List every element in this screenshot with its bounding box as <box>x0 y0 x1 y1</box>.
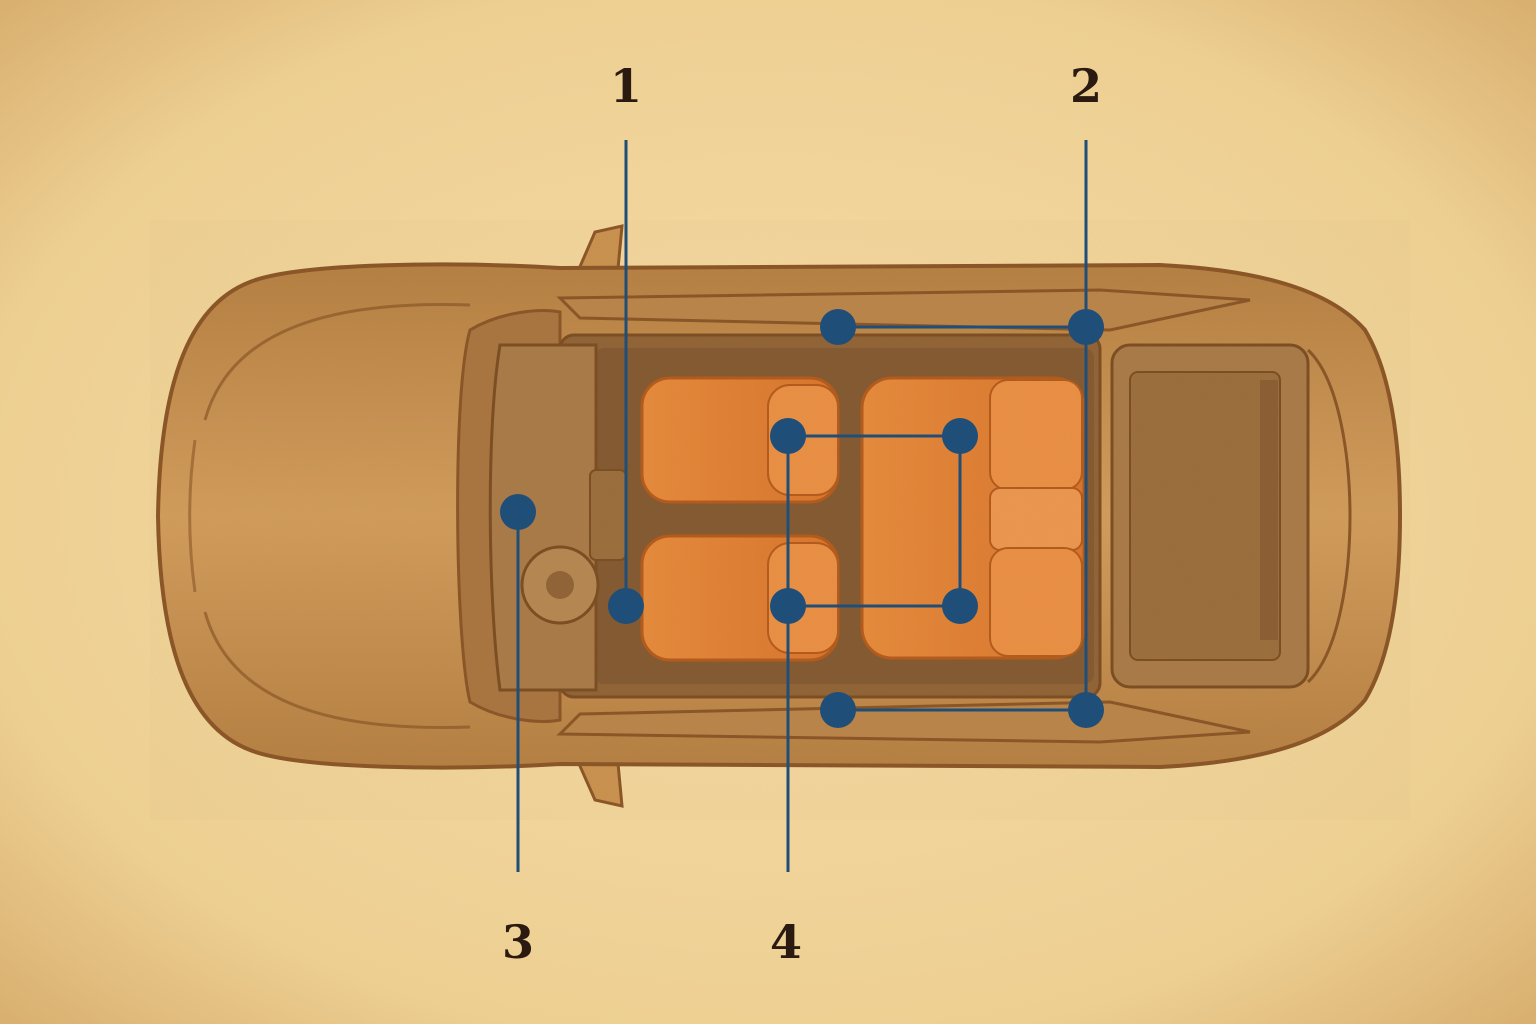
callout-labels: 1 2 3 4 <box>502 59 1102 969</box>
callout-dot-2a <box>820 309 856 345</box>
callout-dot-4c <box>770 588 806 624</box>
callout-lines <box>516 140 1088 872</box>
callout-dot-2c <box>820 692 856 728</box>
car-top-view <box>150 220 1410 820</box>
callout-label-4: 4 <box>770 915 802 969</box>
callout-label-1: 1 <box>610 59 642 113</box>
callout-dot-2d <box>1068 692 1104 728</box>
car-texture <box>150 220 1410 820</box>
callout-dot-2b <box>1068 309 1104 345</box>
callout-dots <box>500 309 1104 728</box>
callout-dot-4d <box>942 588 978 624</box>
callout-dot-4a <box>770 418 806 454</box>
callout-dot-3 <box>500 494 536 530</box>
callout-label-3: 3 <box>502 915 534 969</box>
callout-dot-1 <box>608 588 644 624</box>
callout-dot-4b <box>942 418 978 454</box>
callout-label-2: 2 <box>1070 59 1102 113</box>
